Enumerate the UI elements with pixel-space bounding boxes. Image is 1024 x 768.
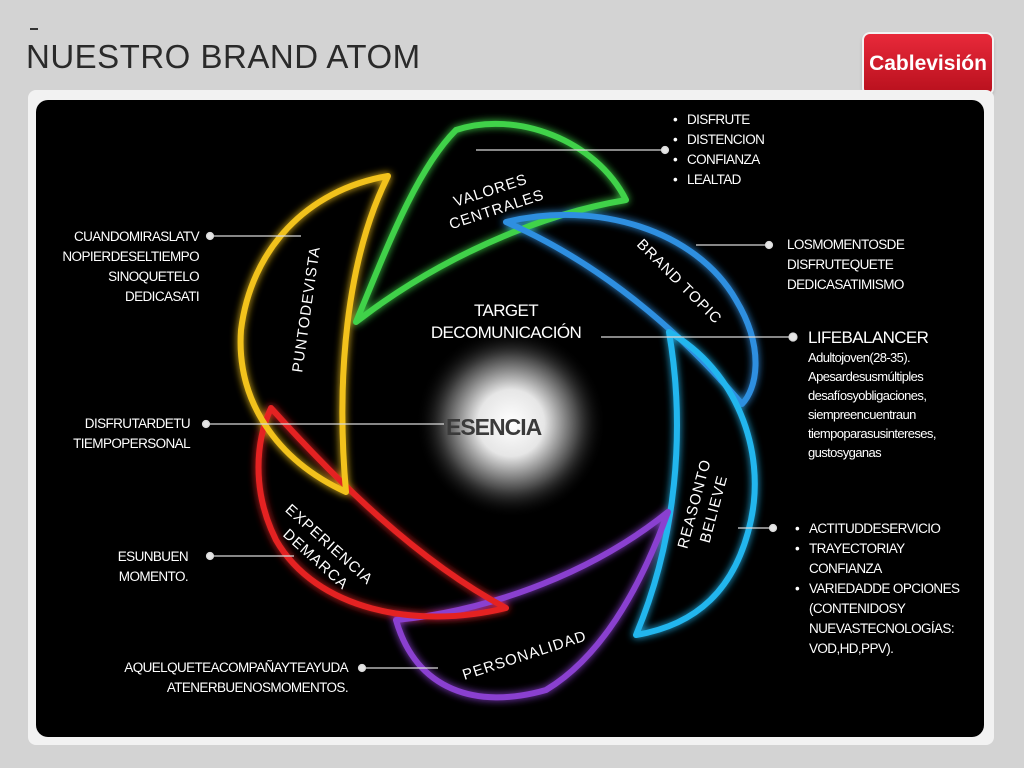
label-brand-topic: BRAND TOPIC (633, 236, 725, 328)
connector-dot-esencia (201, 419, 211, 429)
list-item: LEALTAD (673, 170, 764, 190)
esencia-callout: DISFRUTARDETU TIEMPOPERSONAL (73, 416, 190, 451)
experiencia-callout: ESUNBUEN MOMENTO. (117, 549, 189, 584)
list-item: DISFRUTE (673, 110, 764, 130)
target-body: Adultojoven(28-35). Apesardesusmúltiples… (808, 350, 936, 460)
target-callout: LIFEBALANCER Adultojoven(28-35). Apesard… (808, 328, 980, 462)
punto-callout: CUANDOMIRASLATV NOPIERDESELTIEMPO SINOQU… (62, 229, 199, 304)
list-item: VARIEDADDE OPCIONES (CONTENIDOSY NUEVAST… (795, 579, 977, 659)
brand-atom-panel: VALORES CENTRALES BRAND TOPIC REASONTO B… (36, 100, 984, 737)
target-heading: LIFEBALANCER (808, 328, 929, 347)
connector-dot-target (788, 332, 798, 342)
connector-dot-experiencia (205, 551, 215, 561)
connector-dot-brand-topic (764, 240, 774, 250)
personalidad-callout: AQUELQUETEACOMPAÑAYTEAYUDA ATENERBUENOSM… (124, 660, 348, 695)
petal-valores (353, 120, 629, 325)
esencia-glow (416, 328, 606, 518)
list-item: DISTENCION (673, 130, 765, 150)
petal-reason (633, 329, 758, 638)
valores-list: DISFRUTE DISTENCION CONFIANZA LEALTAD (673, 110, 765, 190)
connector-dot-reason (768, 523, 778, 533)
connector-dot-personalidad (357, 663, 367, 673)
list-item: ACTITUDDESERVICIO (795, 519, 977, 539)
petal-personalidad (393, 509, 671, 701)
petal-brand-topic (503, 211, 759, 407)
petal-experiencia (255, 405, 509, 620)
brand-atom-diagram: VALORES CENTRALES BRAND TOPIC REASONTO B… (201, 120, 798, 701)
list-item: CONFIANZA (673, 150, 764, 170)
label-punto-de-vista: PUNTODEVISTA (289, 245, 324, 373)
cablevision-logo: Cablevisión (864, 34, 992, 94)
reason-list: ACTITUDDESERVICIO TRAYECTORIAY CONFIANZA… (795, 519, 977, 659)
slide-title: NUESTRO BRAND ATOM (26, 38, 421, 75)
petal-punto (237, 173, 391, 495)
connector-dot-punto (205, 231, 215, 241)
title-dash (30, 28, 38, 30)
connector-dot-valores (660, 145, 670, 155)
brand-topic-callout: LOSMOMENTOSDE DISFRUTEQUETE DEDICASATIMI… (787, 237, 905, 292)
list-item: TRAYECTORIAY CONFIANZA (795, 539, 977, 579)
esencia-label: ESENCIA (446, 414, 542, 440)
